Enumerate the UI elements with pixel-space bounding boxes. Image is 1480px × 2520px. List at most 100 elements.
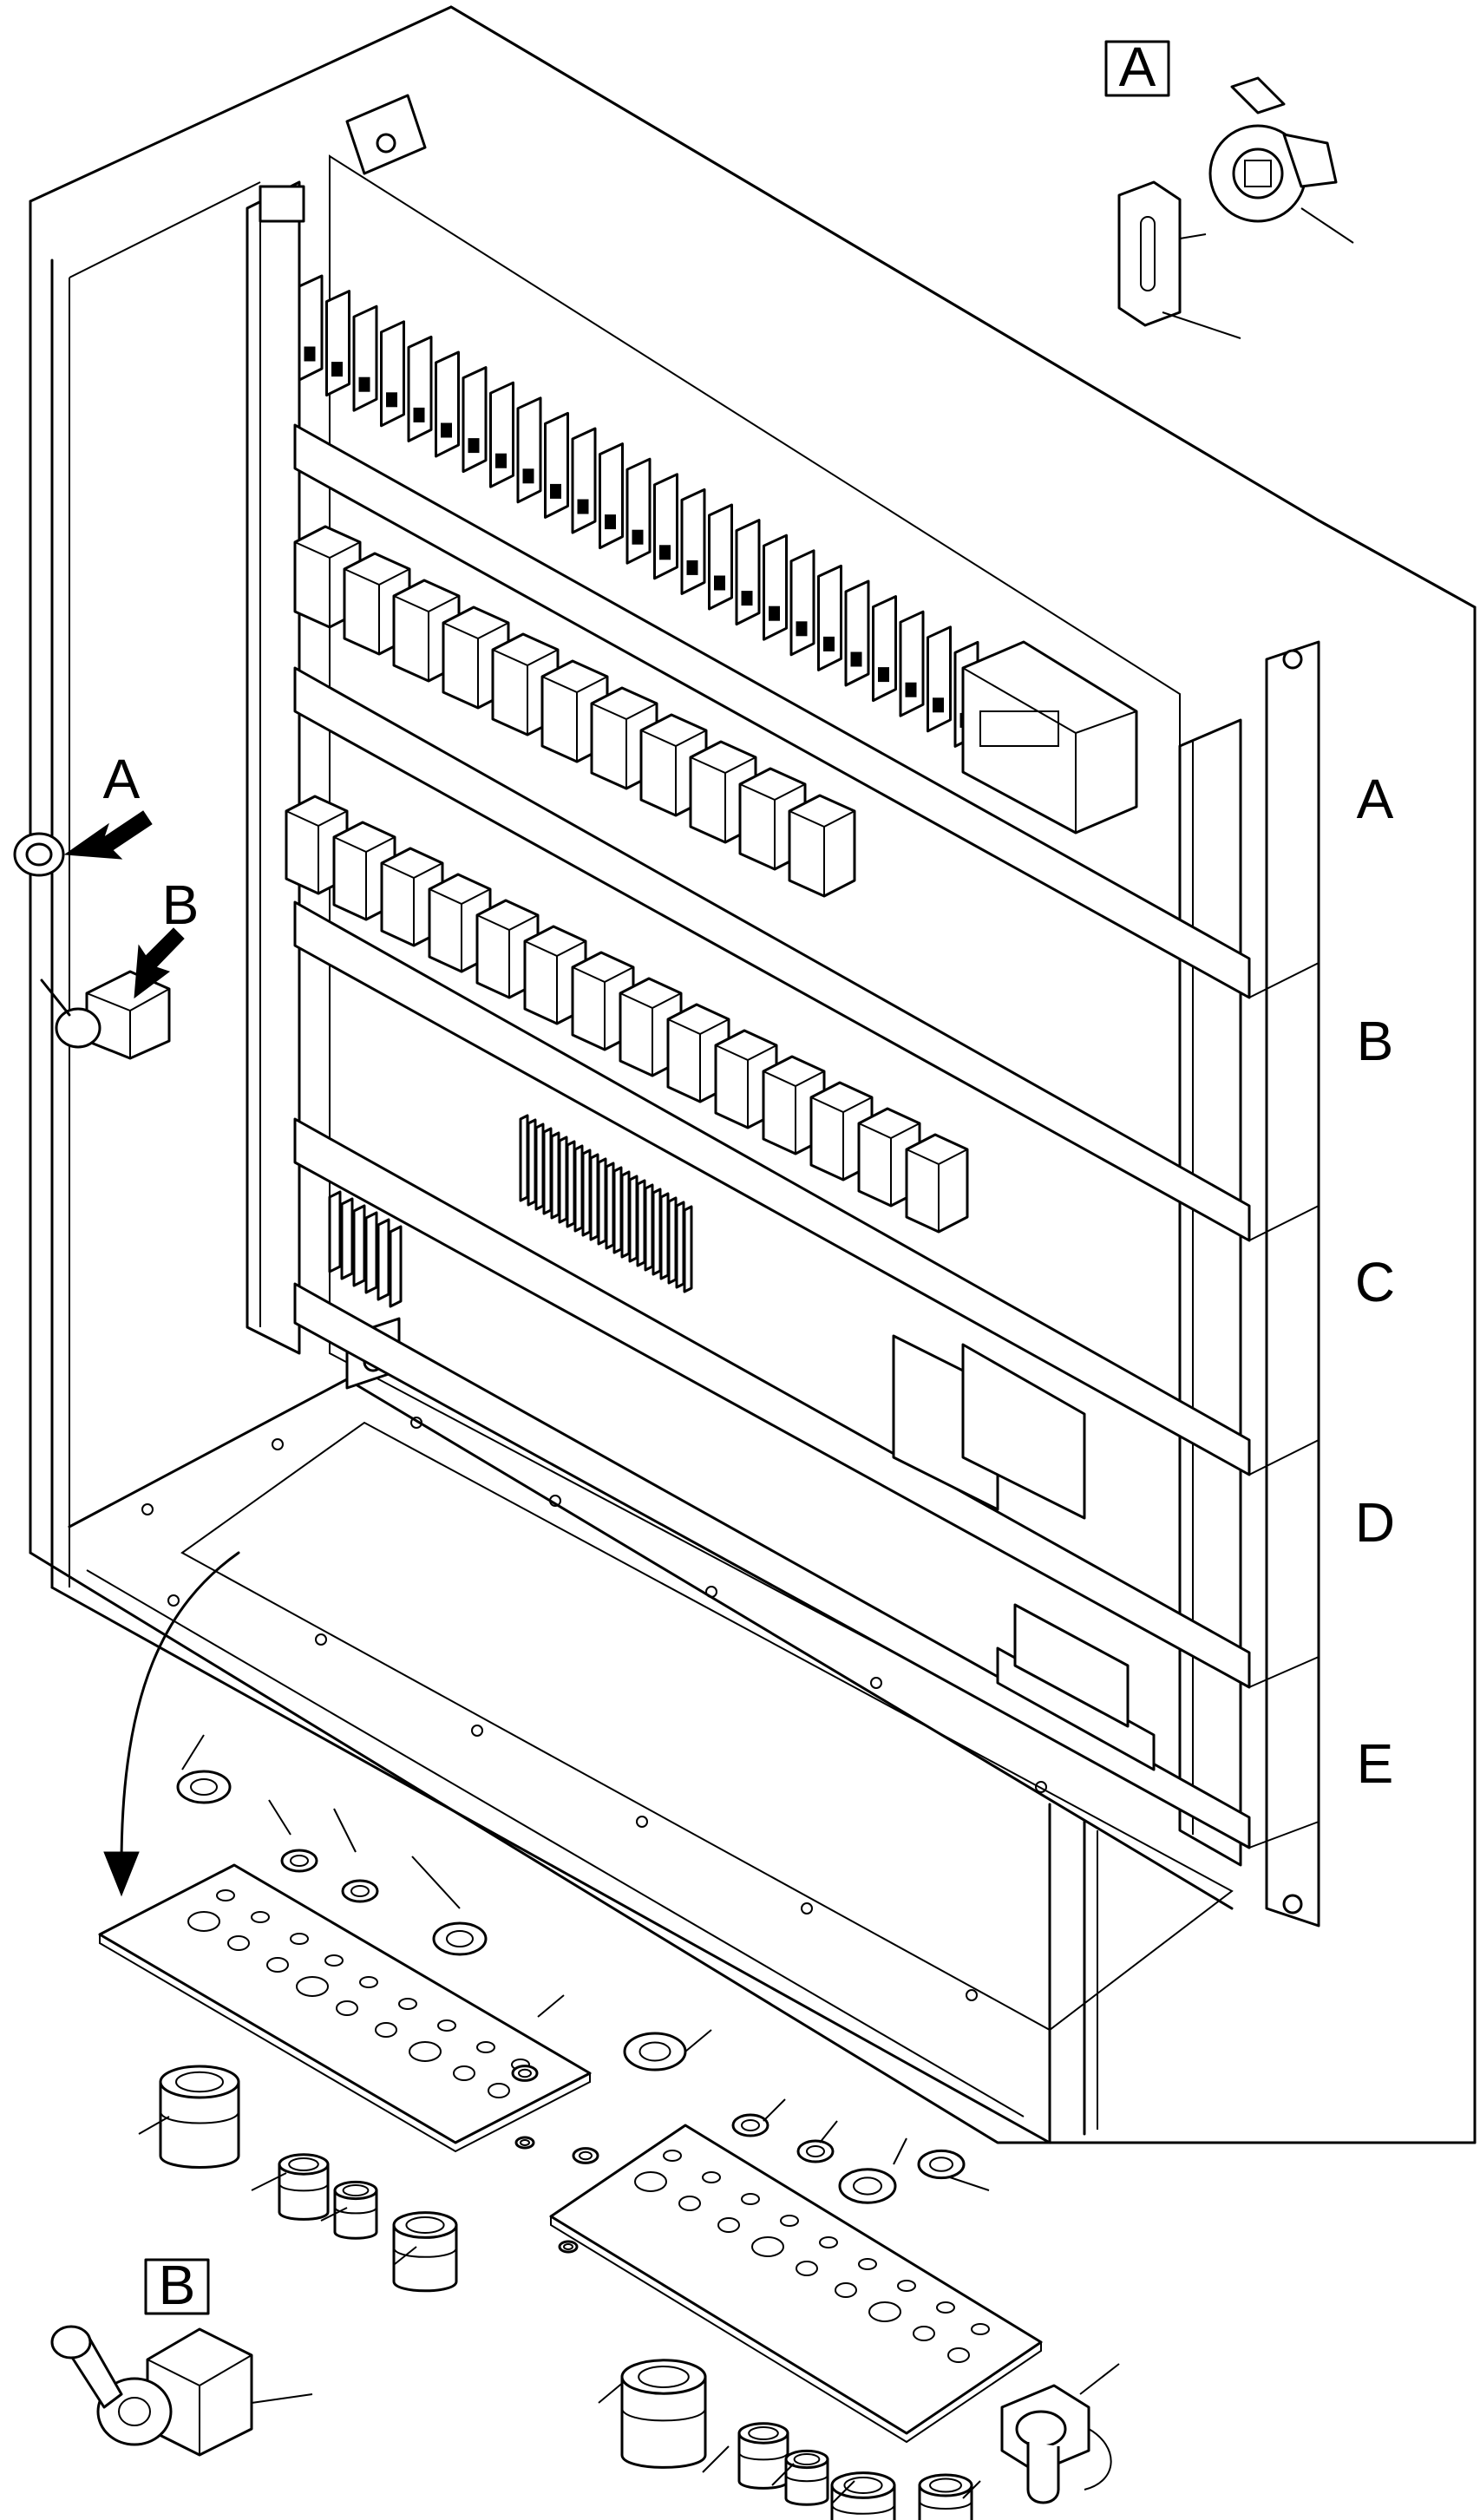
relay-edge [492,649,559,735]
cable-gland [159,2080,240,2169]
relay-edge [344,568,410,654]
breaker-toggle [714,575,725,591]
hex-nut-hole [350,1885,370,1897]
gland-hole [375,2022,397,2038]
gland-plate-right [549,2124,1043,2444]
gland-hole [947,2347,970,2363]
hex-nut [511,2065,539,2082]
relay-edge [591,703,658,789]
relay-edge [789,810,855,896]
terminal-block [675,1201,685,1289]
hex-nut [838,2168,897,2204]
breaker-module [763,533,788,641]
row-e-terminals [892,1334,1156,1771]
rail-label-e: E [1357,1732,1394,1795]
gland-hole [398,1998,417,2010]
hex-nut [796,2139,835,2163]
breaker-module [680,488,706,595]
cable-gland-band [738,2451,789,2461]
gland-hole [251,1911,270,1923]
cable-gland-bore [175,2071,224,2093]
gland-hole [751,2236,784,2257]
hex-nut-hole [520,2139,530,2146]
terminal-block [652,1188,662,1276]
breaker-module [380,320,405,428]
rail-label-d: D [1355,1491,1395,1554]
cable-gland-band [785,2474,828,2483]
gland-hole [780,2215,799,2227]
hex-nut-hole [446,1930,474,1947]
cable-gland-bore [405,2216,445,2234]
terminal-block [605,1162,615,1250]
breaker-module [544,411,569,519]
arrow-a-icon [63,810,153,860]
hex-nut [917,2149,966,2180]
terminal-block [581,1149,592,1237]
gland-hole [936,2301,955,2314]
row-b-relays [293,525,856,898]
door-lock-a [13,832,65,877]
terminal-block [636,1179,646,1267]
rail-label-b: B [1357,1010,1394,1072]
hex-nut [731,2113,769,2137]
breaker-module [516,396,542,504]
gland-hole [868,2301,901,2322]
terminal-block [558,1136,568,1224]
breaker-toggle [386,392,397,408]
breaker-toggle [468,438,480,454]
hex-nut [280,1849,318,1873]
cable-gland-bore [288,2157,319,2171]
breaker-module [462,366,488,474]
cable-gland-band [160,2111,239,2124]
terminal-block [352,1204,366,1287]
relay-edge [381,862,443,946]
breaker-module [625,457,652,565]
cable-gland-band [831,2504,895,2515]
rail-label-c: C [1355,1251,1395,1313]
relay-edge [524,940,586,1024]
hex-nut-hole [806,2145,825,2157]
terminal-block [566,1140,576,1228]
hex-nut-hole [518,2068,532,2078]
relay-edge [906,1149,968,1232]
relay-edge [442,622,509,708]
terminal-block [628,1175,638,1263]
gland-hole [476,2041,495,2053]
cable-gland-top [784,2449,829,2470]
cable-gland-top [918,2473,973,2497]
control-module [961,640,1138,835]
relay-edge [476,914,539,998]
relay-edge [667,1018,730,1102]
gland-hole [819,2236,838,2248]
inset-b-label: B [159,2254,196,2316]
cable-gland-bore [793,2453,821,2465]
hex-nut-hole [563,2243,573,2250]
leader-lines [138,1734,990,2504]
cable-gland-top [737,2422,789,2445]
gland-hole [741,2193,760,2205]
breaker-toggle [605,514,616,530]
relay-edge [690,756,756,842]
cable-gland-top [333,2180,378,2201]
cable-gland [392,2223,458,2293]
gland-hole [858,2258,877,2270]
breaker-module [817,564,842,671]
row-c-relays [285,795,969,1234]
breaker-module [407,335,433,442]
relay-edge [810,1096,873,1180]
breaker-module [789,549,815,657]
breaker-toggle [905,682,917,697]
terminal-block [534,1123,545,1211]
terminal-block [644,1183,654,1272]
relay-edge [739,783,806,869]
hex-nut [341,1879,379,1903]
terminal-block [328,1190,342,1273]
breaker-module [899,610,925,717]
gland-hole [897,2280,916,2292]
breaker-module [571,427,597,534]
cable-gland-band [278,2183,329,2192]
curved-pointer-arrow [103,1551,240,1897]
breaker-toggle [686,560,698,575]
breaker-module [325,290,350,397]
